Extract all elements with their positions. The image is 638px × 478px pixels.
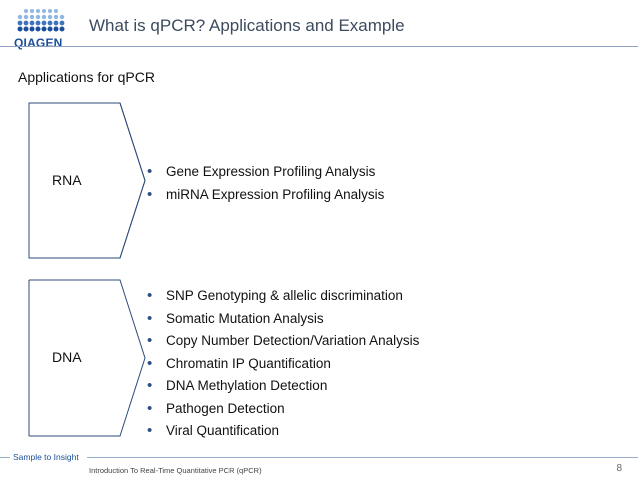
footer-text: Introduction To Real-Time Quantitative P…	[89, 466, 262, 475]
bullet-icon: •	[147, 185, 153, 203]
bullet-icon: •	[147, 399, 153, 417]
bullet-icon: •	[147, 287, 153, 304]
dna-application-list: •SNP Genotyping & allelic discrimination…	[147, 286, 419, 444]
chevron-shape-icon	[28, 279, 146, 437]
list-item: •DNA Methylation Detection	[147, 377, 328, 394]
list-item: •Gene Expression Profiling Analysis	[147, 163, 376, 180]
list-item: •miRNA Expression Profiling Analysis	[147, 185, 385, 203]
logo-text: QIAGEN	[14, 36, 63, 50]
list-item: •Somatic Mutation Analysis	[147, 309, 324, 327]
bullet-icon: •	[147, 163, 153, 180]
list-item: •Copy Number Detection/Variation Analysi…	[147, 332, 420, 349]
chevron-label: DNA	[52, 349, 82, 365]
section-heading: Applications for qPCR	[18, 69, 155, 85]
chevron-shape-icon	[28, 102, 146, 259]
bullet-icon: •	[147, 354, 153, 372]
chevron-rna: RNA	[28, 102, 146, 259]
bullet-icon: •	[147, 332, 153, 349]
footer-divider-left	[0, 457, 10, 458]
list-item: •Viral Quantification	[147, 422, 280, 439]
list-item: •Chromatin IP Quantification	[147, 354, 331, 372]
title-divider	[0, 46, 638, 47]
bullet-icon: •	[147, 422, 153, 439]
qiagen-logo: QIAGEN	[10, 8, 68, 50]
bullet-icon: •	[147, 377, 153, 394]
bullet-icon: •	[147, 309, 153, 327]
footer-divider	[87, 457, 638, 458]
page-number: 8	[616, 463, 622, 474]
list-item: •Pathogen Detection	[147, 399, 285, 417]
list-item: •SNP Genotyping & allelic discrimination	[147, 287, 403, 304]
slide-title: What is qPCR? Applications and Example	[89, 16, 405, 35]
rna-application-list: •Gene Expression Profiling Analysis •miR…	[147, 162, 384, 207]
logo-dots-icon	[17, 9, 65, 32]
chevron-dna: DNA	[28, 279, 146, 437]
footer-tagline: Sample to Insight	[13, 452, 79, 462]
chevron-label: RNA	[52, 172, 82, 188]
